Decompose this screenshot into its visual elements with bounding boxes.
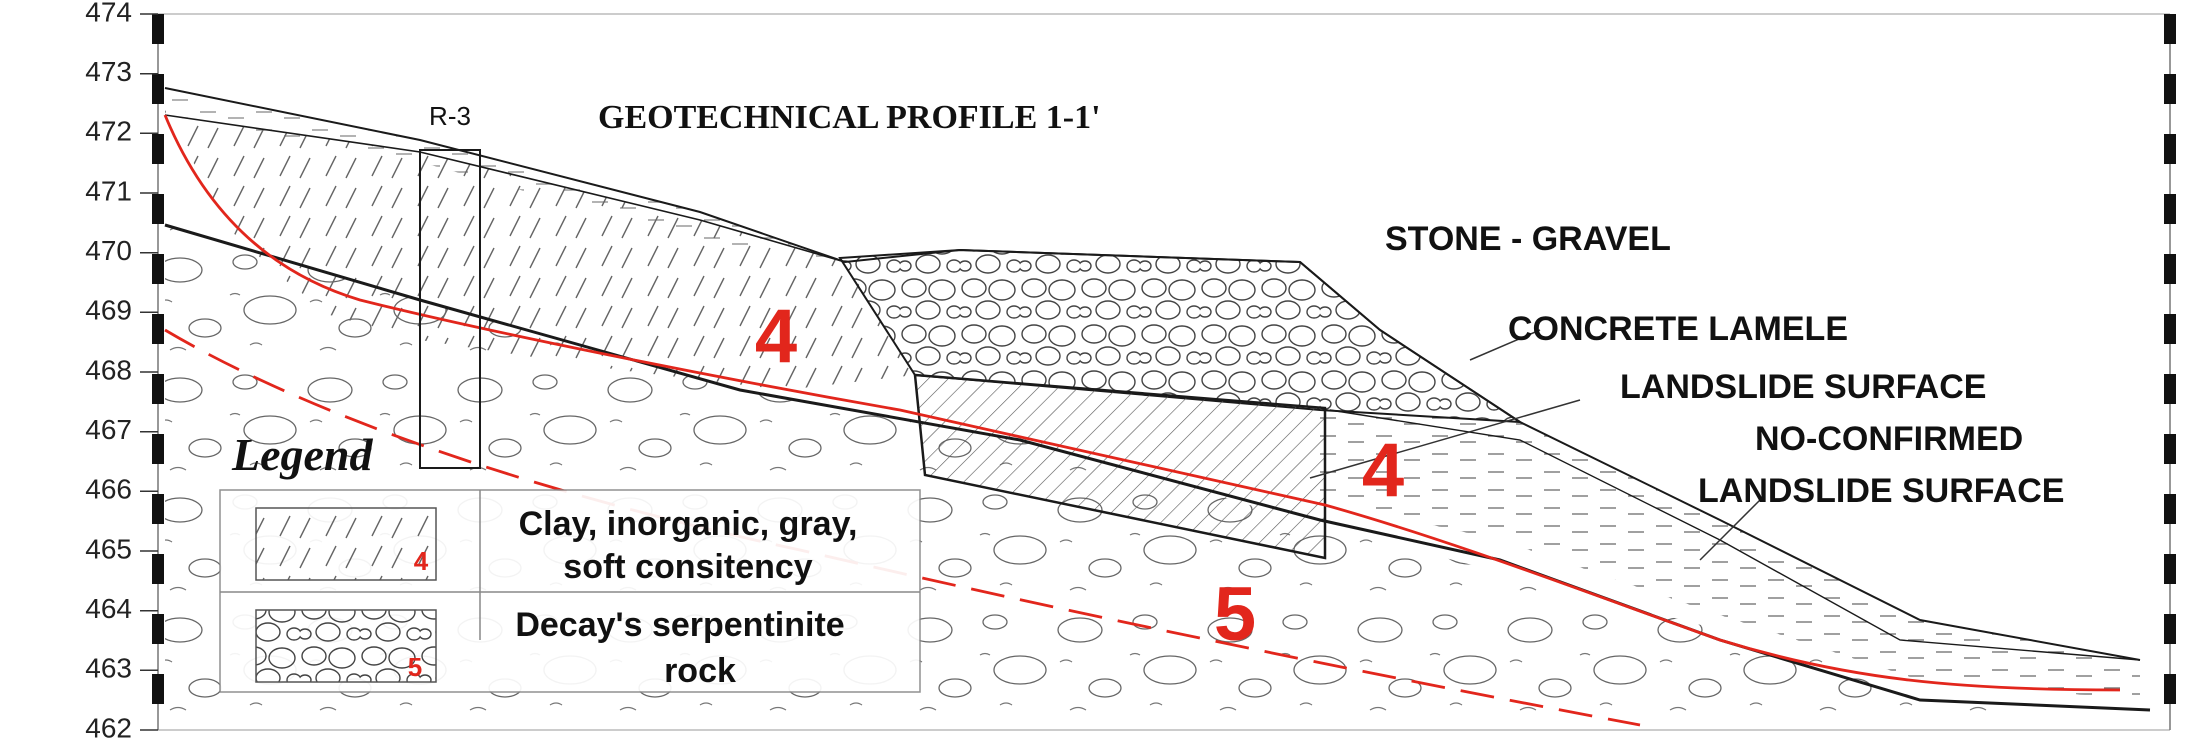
y-tick-label: 464 <box>85 593 132 624</box>
y-tick-label: 463 <box>85 653 132 684</box>
layer-label-clay-upper: 4 <box>755 294 797 379</box>
y-tick-label: 467 <box>85 414 132 445</box>
legend-clay-line2: soft consitency <box>563 548 812 586</box>
layer-label-clay-lower: 4 <box>1362 428 1404 513</box>
clay-layer-4-fill <box>165 110 915 390</box>
legend-code-clay: 4 <box>414 546 429 576</box>
y-axis-tick-labels: 474 473 472 471 470 469 468 467 466 465 … <box>85 0 132 743</box>
stone-gravel-label: STONE - GRAVEL <box>1385 220 1671 258</box>
ground-surface-line <box>164 87 2141 661</box>
no-confirmed-label-line1: NO-CONFIRMED <box>1755 420 2023 458</box>
y-tick-label: 472 <box>85 116 132 147</box>
y-tick-label: 471 <box>85 175 132 206</box>
landslide-surface-line <box>163 114 2121 692</box>
layer-label-rock: 5 <box>1214 572 1256 657</box>
legend: Legend 4 Clay, inorganic, gray, soft con… <box>219 429 921 693</box>
y-tick-label: 474 <box>85 0 132 27</box>
clay-layer-4-right-fill <box>1320 410 2140 700</box>
y-tick-label: 473 <box>85 56 132 87</box>
y-tick-label: 466 <box>85 474 132 505</box>
clay-top-line <box>164 114 846 263</box>
y-axis-right-scale-bar <box>2164 14 2176 704</box>
legend-title: Legend <box>231 429 374 480</box>
y-axis-ticks <box>140 13 158 731</box>
y-tick-label: 470 <box>85 235 132 266</box>
y-axis: 474 473 472 471 470 469 468 467 466 465 … <box>85 0 2176 743</box>
legend-rock-line1: Decay's serpentinite <box>515 606 844 644</box>
surface-slope-dash-fill <box>165 88 845 262</box>
y-tick-label: 462 <box>85 712 132 743</box>
legend-code-rock: 5 <box>408 652 422 682</box>
profile-title: GEOTECHNICAL PROFILE 1-1' <box>598 99 1101 136</box>
y-tick-label: 468 <box>85 354 132 385</box>
annotation-leaders <box>1309 329 1761 561</box>
concrete-lamele-label: CONCRETE LAMELE <box>1508 310 1848 348</box>
no-confirmed-label-line2: LANDSLIDE SURFACE <box>1698 472 2064 510</box>
y-tick-label: 465 <box>85 533 132 564</box>
legend-clay-line1: Clay, inorganic, gray, <box>519 505 858 543</box>
legend-swatch-rock <box>255 609 437 683</box>
rock-top-line <box>164 223 2151 712</box>
legend-rock-line2: rock <box>664 652 736 690</box>
legend-swatch-clay <box>255 507 437 581</box>
y-tick-label: 469 <box>85 295 132 326</box>
borehole-label: R-3 <box>429 101 471 131</box>
y-axis-left-scale-bar <box>152 14 164 704</box>
borehole-r3 <box>419 149 481 469</box>
landslide-surface-label: LANDSLIDE SURFACE <box>1620 368 1986 406</box>
